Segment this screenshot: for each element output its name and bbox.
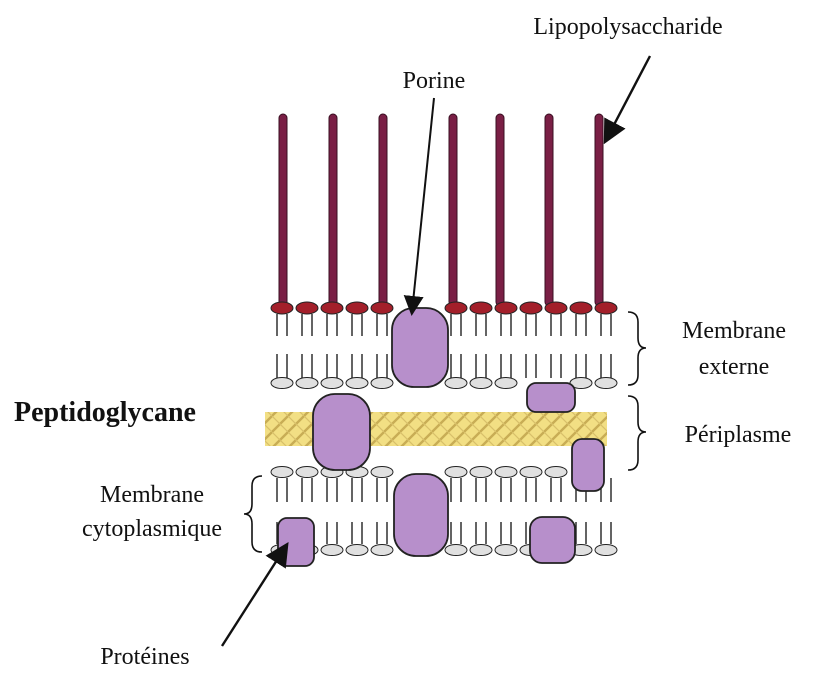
phospholipid-head (520, 467, 542, 478)
transmembrane-protein (394, 474, 448, 556)
lps-head (296, 302, 318, 314)
peripheral-protein-right (530, 517, 575, 563)
periplasm-brace (628, 396, 646, 470)
lps-head (346, 302, 368, 314)
phospholipid-head (371, 545, 393, 556)
lps-head (520, 302, 542, 314)
phospholipid-head (595, 378, 617, 389)
phospholipid-head (470, 545, 492, 556)
label-membrane-externe-1: Membrane (682, 318, 786, 344)
phospholipid-head (495, 545, 517, 556)
phospholipid-head (445, 545, 467, 556)
lps-chain (279, 114, 287, 306)
phospholipid-head (346, 545, 368, 556)
phospholipid-head (346, 378, 368, 389)
lps-chain (595, 114, 603, 306)
label-lipopolysaccharide: Lipopolysaccharide (533, 14, 722, 40)
phospholipid-head (296, 378, 318, 389)
label-peptidoglycane: Peptidoglycane (14, 397, 196, 428)
lps-head (470, 302, 492, 314)
lps-chain (379, 114, 387, 306)
lps-head (495, 302, 517, 314)
phospholipid-head (470, 378, 492, 389)
phospholipid-head (445, 467, 467, 478)
phospholipid-head (595, 545, 617, 556)
label-porine: Porine (403, 68, 466, 94)
lipopolysaccharide-arrow (606, 56, 650, 140)
phospholipid-head (271, 467, 293, 478)
lps-head (445, 302, 467, 314)
lps-chain (449, 114, 457, 306)
phospholipid-head (296, 467, 318, 478)
phospholipid-head (545, 467, 567, 478)
label-membrane-externe-2: externe (699, 354, 770, 380)
phospholipid-head (445, 378, 467, 389)
proteines-arrow (222, 546, 286, 646)
peptidoglycan-crossing-protein (313, 394, 370, 470)
lps-chain (329, 114, 337, 306)
label-membrane-cyto-1: Membrane (100, 482, 204, 508)
phospholipid-head (321, 545, 343, 556)
cytoplasmic-membrane-brace (244, 476, 262, 552)
porin-protein (392, 308, 448, 387)
lps-chain (545, 114, 553, 306)
lps-head (595, 302, 617, 314)
lps-chain (496, 114, 504, 306)
lps-head (545, 302, 567, 314)
peripheral-protein-left (278, 518, 314, 566)
phospholipid-head (321, 378, 343, 389)
lps-head (321, 302, 343, 314)
phospholipid-head (495, 378, 517, 389)
phospholipid-head (495, 467, 517, 478)
phospholipid-head (271, 378, 293, 389)
porine-arrow (412, 98, 434, 312)
lps-head (271, 302, 293, 314)
label-periplasme: Périplasme (685, 422, 792, 448)
periplasmic-protein-right (572, 439, 604, 491)
lps-head (371, 302, 393, 314)
phospholipid-head (470, 467, 492, 478)
phospholipid-head (371, 467, 393, 478)
label-membrane-cyto-2: cytoplasmique (82, 516, 222, 542)
outer-membrane-brace (628, 312, 646, 385)
lipopolysaccharide-chains (279, 114, 603, 306)
label-proteines: Protéines (100, 644, 189, 670)
phospholipid-head (371, 378, 393, 389)
periplasmic-protein-top (527, 383, 575, 412)
lps-head (570, 302, 592, 314)
